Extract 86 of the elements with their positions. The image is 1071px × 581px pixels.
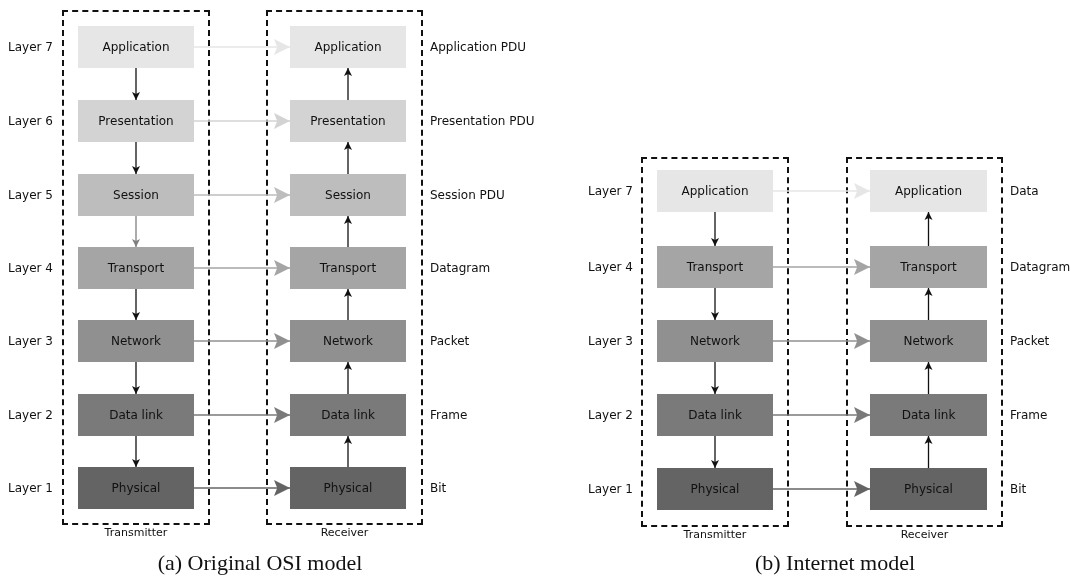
arrow bbox=[772, 183, 871, 199]
layer-label: Layer 2 bbox=[8, 408, 53, 422]
layer-label: Layer 4 bbox=[588, 260, 633, 274]
data-unit-label: Packet bbox=[430, 334, 470, 348]
group-label: Transmitter bbox=[682, 528, 748, 541]
data-unit-label: Frame bbox=[1010, 408, 1048, 422]
layer-box: Data link bbox=[657, 394, 773, 436]
arrow bbox=[711, 361, 719, 395]
data-unit-label: Datagram bbox=[1010, 260, 1071, 274]
arrow bbox=[772, 333, 871, 349]
arrow bbox=[132, 141, 140, 175]
arrow bbox=[772, 259, 871, 275]
layer-box: Data link bbox=[290, 394, 406, 436]
arrow bbox=[344, 361, 352, 395]
layer-box: Network bbox=[290, 320, 406, 362]
layer-box: Physical bbox=[290, 467, 406, 509]
arrow bbox=[711, 435, 719, 469]
arrow bbox=[193, 480, 291, 496]
subfigure-caption: (a) Original OSI model bbox=[157, 550, 363, 576]
data-unit-label: Presentation PDU bbox=[430, 114, 535, 128]
layer-box: Application bbox=[870, 170, 987, 212]
layer-label: Layer 2 bbox=[588, 408, 633, 422]
layer-label: Layer 3 bbox=[588, 334, 633, 348]
arrow bbox=[772, 481, 871, 497]
arrow bbox=[132, 288, 140, 321]
arrow bbox=[132, 67, 140, 101]
data-unit-label: Frame bbox=[430, 408, 468, 422]
arrow bbox=[132, 215, 140, 248]
arrow bbox=[924, 361, 933, 395]
layer-label: Layer 7 bbox=[8, 40, 53, 54]
layer-label: Layer 1 bbox=[8, 481, 53, 495]
arrow bbox=[193, 187, 291, 203]
layer-box: Presentation bbox=[290, 100, 406, 142]
layer-label: Layer 3 bbox=[8, 334, 53, 348]
arrow bbox=[344, 215, 352, 248]
arrow bbox=[924, 435, 933, 469]
data-unit-label: Datagram bbox=[430, 261, 491, 275]
layer-box: Physical bbox=[657, 468, 773, 510]
data-unit-label: Bit bbox=[1010, 482, 1027, 496]
layer-box: Presentation bbox=[78, 100, 194, 142]
layer-label: Layer 5 bbox=[8, 188, 53, 202]
arrow bbox=[344, 141, 352, 175]
layer-box: Data link bbox=[78, 394, 194, 436]
layer-box: Transport bbox=[290, 247, 406, 289]
layer-box: Application bbox=[657, 170, 773, 212]
layer-box: Transport bbox=[657, 246, 773, 288]
arrow bbox=[344, 288, 352, 321]
data-unit-label: Session PDU bbox=[430, 188, 505, 202]
arrow bbox=[711, 211, 719, 247]
layer-label: Layer 7 bbox=[588, 184, 633, 198]
arrow bbox=[344, 67, 352, 101]
arrow bbox=[344, 435, 352, 468]
group-label: Receiver bbox=[319, 526, 370, 539]
arrow bbox=[193, 39, 291, 55]
arrow bbox=[711, 287, 719, 321]
layer-label: Layer 6 bbox=[8, 114, 53, 128]
layer-box: Application bbox=[78, 26, 194, 68]
layer-box: Application bbox=[290, 26, 406, 68]
group-label: Transmitter bbox=[103, 526, 169, 539]
arrow bbox=[132, 361, 140, 395]
layer-box: Network bbox=[78, 320, 194, 362]
arrow bbox=[132, 435, 140, 468]
layer-box: Network bbox=[870, 320, 987, 362]
arrow bbox=[193, 113, 291, 129]
layer-box: Session bbox=[290, 174, 406, 216]
layer-label: Layer 4 bbox=[8, 261, 53, 275]
layer-box: Data link bbox=[870, 394, 987, 436]
arrow bbox=[193, 333, 291, 349]
layer-label: Layer 1 bbox=[588, 482, 633, 496]
layer-box: Session bbox=[78, 174, 194, 216]
subfigure-caption: (b) Internet model bbox=[754, 550, 916, 576]
layer-box: Physical bbox=[870, 468, 987, 510]
data-unit-label: Bit bbox=[430, 481, 447, 495]
arrow bbox=[772, 407, 871, 423]
layer-box: Transport bbox=[870, 246, 987, 288]
layer-box: Network bbox=[657, 320, 773, 362]
arrow bbox=[924, 211, 933, 247]
group-label: Receiver bbox=[899, 528, 950, 541]
arrow bbox=[193, 260, 291, 276]
data-unit-label: Application PDU bbox=[430, 40, 527, 54]
arrow bbox=[924, 287, 933, 321]
layer-box: Transport bbox=[78, 247, 194, 289]
arrow bbox=[193, 407, 291, 423]
data-unit-label: Packet bbox=[1010, 334, 1050, 348]
data-unit-label: Data bbox=[1010, 184, 1039, 198]
layer-box: Physical bbox=[78, 467, 194, 509]
